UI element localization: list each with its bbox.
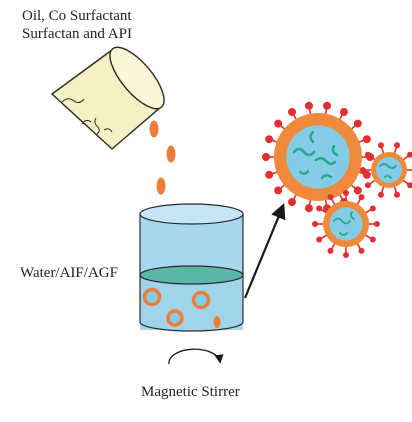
surfactant-head: [360, 167, 366, 173]
beaker: [139, 203, 244, 332]
water-aif-agf-label: Water/AIF/AGF: [20, 265, 118, 281]
surfactant-head: [374, 221, 380, 227]
micelle: [262, 101, 374, 213]
surfactant-head: [364, 151, 371, 158]
oil-droplet: [213, 316, 221, 328]
micelle-core: [286, 125, 350, 189]
label-line-1: Oil, Co Surfactant: [22, 8, 132, 24]
beaker-rim: [139, 203, 244, 225]
cup-squiggle: [81, 119, 92, 125]
arrow-icon: [243, 203, 286, 299]
cup-squiggle: [103, 128, 113, 133]
surfactant-head: [274, 186, 283, 195]
surfactant-head: [407, 151, 412, 158]
cup-squiggle: [94, 117, 100, 135]
surfactant-head: [369, 205, 376, 212]
surfactant-head: [316, 236, 323, 243]
surfactant-head: [407, 182, 412, 189]
surfactant-head: [274, 119, 283, 128]
emulsion-droplet: [142, 287, 162, 307]
surfactant-head: [369, 236, 376, 243]
droplet: [156, 177, 166, 195]
api-strand: [331, 144, 339, 157]
surfactant-head: [358, 247, 365, 254]
api-strand: [292, 147, 316, 157]
micelles: [262, 101, 412, 258]
pouring-cup: [50, 46, 165, 150]
surfactant-head: [364, 182, 371, 189]
emulsion-droplet: [166, 309, 184, 327]
surfactant-head: [362, 135, 371, 144]
cup-squiggle: [61, 98, 85, 104]
api-strand: [379, 163, 397, 169]
micelle-core: [376, 157, 402, 183]
micelle: [312, 190, 380, 258]
surfactant-head: [312, 221, 318, 227]
api-strand: [298, 169, 310, 175]
emulsion-droplet: [191, 290, 211, 310]
surfactant-head: [353, 119, 362, 128]
api-strand: [333, 217, 351, 225]
api-strand: [384, 174, 392, 179]
api-strand: [349, 211, 355, 220]
surfactant-head: [394, 191, 401, 198]
surfactant-head: [343, 252, 349, 258]
surfactant-head: [323, 101, 332, 110]
surfactant-head: [362, 170, 371, 179]
micelle: [360, 142, 412, 198]
surfactant-head: [377, 142, 384, 149]
surfactant-head: [377, 191, 384, 198]
surfactant-head: [265, 135, 274, 144]
surfactant-head: [343, 190, 349, 196]
api-strand: [339, 232, 348, 236]
api-strand: [320, 174, 333, 180]
surfactant-head: [358, 194, 365, 201]
emulsion-droplets: [142, 287, 221, 328]
api-strand: [314, 157, 337, 165]
surfactant-head: [316, 205, 323, 212]
surfactant-head: [265, 170, 274, 179]
surfactant-head: [304, 204, 313, 213]
surfactant-head: [262, 153, 270, 161]
curved-arrow-icon: [168, 348, 224, 365]
droplet: [149, 120, 159, 138]
surfactant-head: [394, 142, 401, 149]
magnetic-stirrer-label: Magnetic Stirrer: [141, 384, 240, 400]
label-line-2: Surfactan and API: [22, 26, 132, 42]
surfactant-head: [288, 107, 296, 116]
surfactant-head: [353, 186, 362, 195]
droplet: [166, 145, 176, 163]
surfactant-head: [327, 247, 334, 254]
oil-surfactant-api-label: Oil, Co Surfactant Surfactan and API: [22, 7, 132, 43]
surfactant-head: [327, 194, 334, 201]
surfactant-head: [304, 101, 313, 110]
surfactant-head: [340, 107, 348, 116]
liquid-surface: [139, 265, 244, 285]
surfactant-head: [288, 198, 296, 207]
api-strand: [309, 130, 315, 144]
